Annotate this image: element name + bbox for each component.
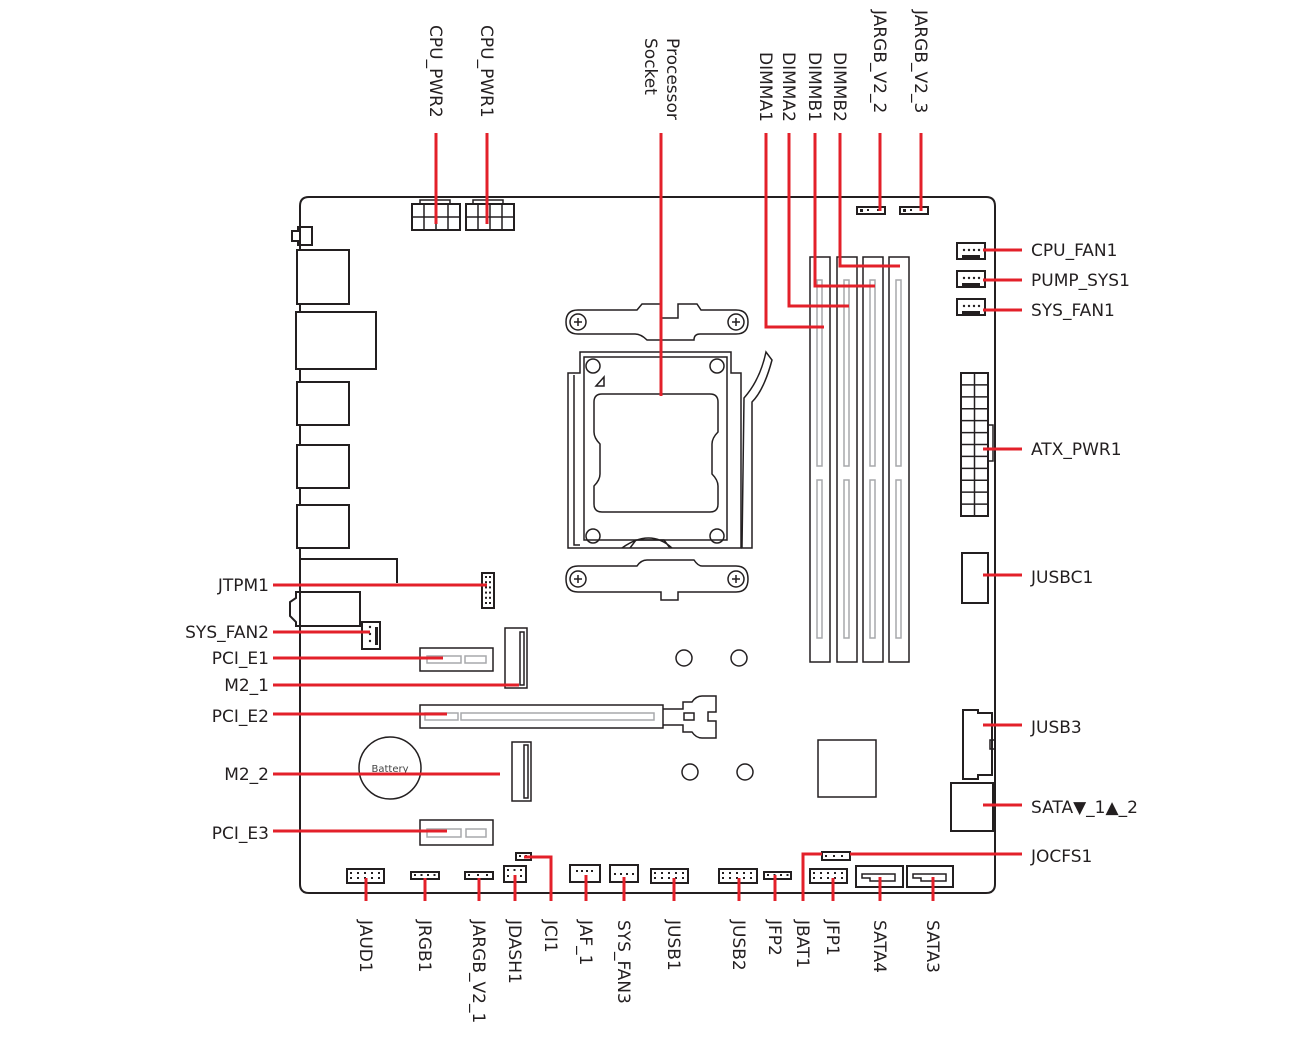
dimm-slot — [888, 256, 910, 663]
leader-line — [764, 133, 824, 329]
leader-lines — [273, 133, 1022, 901]
label-jrgb1: JRGB1 — [414, 919, 434, 972]
label-jci1: JCI1 — [540, 919, 560, 953]
label-sys-fan1: SYS_FAN1 — [1031, 301, 1115, 321]
dimm-slot — [862, 256, 884, 663]
label-dimmb2: DIMMB2 — [829, 52, 849, 122]
label-jfp1: JFP1 — [822, 919, 842, 956]
cpu-pwr1-connector — [465, 199, 515, 231]
label-processor-socket: Processor — [662, 38, 682, 120]
label-cpu-fan1: CPU_FAN1 — [1031, 241, 1117, 261]
m2-2-slot — [511, 741, 532, 802]
jusbc1-connector — [961, 552, 989, 604]
label-jusb2: JUSB2 — [728, 919, 748, 971]
label-pci-e3: PCI_E3 — [212, 824, 269, 844]
label-pci-e1: PCI_E1 — [212, 649, 269, 669]
label-jargb-v2-3: JARGB_V2_3 — [910, 9, 930, 113]
mounting-holes — [675, 649, 754, 781]
label-sys-fan3: SYS_FAN3 — [613, 920, 633, 1004]
rear-io-panel — [291, 226, 398, 583]
label-jusb3: JUSB3 — [1030, 718, 1082, 738]
label-sata-1-2: SATA▼_1▲_2 — [1031, 798, 1138, 818]
pci-e3-slot — [419, 819, 494, 846]
dimm-slot — [836, 256, 858, 663]
battery-label: Battery — [371, 764, 408, 775]
jocfs1-header — [821, 851, 851, 861]
chipset — [817, 739, 877, 798]
label-processor-socket: Socket — [640, 38, 660, 95]
label-jtpm1: JTPM1 — [217, 576, 269, 596]
leader-line — [787, 133, 849, 308]
jfp2-header — [763, 871, 792, 880]
label-cpu-pwr1: CPU_PWR1 — [476, 25, 496, 118]
label-pump-sys1: PUMP_SYS1 — [1031, 271, 1130, 291]
pci-e2-slot — [419, 695, 717, 739]
leader-line — [801, 852, 1022, 901]
leader-line — [838, 133, 900, 268]
cpu-fan1-header — [956, 242, 986, 260]
label-m2-2: M2_2 — [224, 765, 269, 785]
sata3-connector — [906, 865, 954, 888]
pump-sys1-header — [956, 270, 986, 288]
label-cpu-pwr2: CPU_PWR2 — [425, 25, 445, 118]
label-atx-pwr1: ATX_PWR1 — [1031, 440, 1122, 460]
processor-socket — [565, 303, 773, 601]
label-jusbc1: JUSBC1 — [1030, 568, 1093, 588]
label-jfp2: JFP2 — [764, 919, 784, 956]
dimm-slots — [809, 256, 910, 663]
label-jusb1: JUSB1 — [663, 919, 683, 971]
label-dimma1: DIMMA1 — [755, 52, 775, 122]
label-jaud1: JAUD1 — [355, 919, 375, 973]
sys-fan2-header — [361, 621, 381, 650]
sys-fan1-header — [956, 298, 986, 316]
jusb3-connector — [962, 709, 996, 780]
label-dimma2: DIMMA2 — [778, 52, 798, 122]
leader-line — [813, 133, 875, 288]
rear-audio-block — [289, 591, 361, 627]
label-sata3: SATA3 — [922, 920, 942, 973]
jfp1-header — [809, 868, 848, 884]
right-labels: CPU_FAN1PUMP_SYS1SYS_FAN1ATX_PWR1JUSBC1J… — [1030, 241, 1138, 867]
jargb-v2-3-connector — [899, 206, 929, 215]
label-sata4: SATA4 — [869, 920, 889, 973]
label-jdash1: JDASH1 — [504, 919, 524, 984]
bottom-labels: JAUD1 JRGB1 JARGB_V2_1 JDASH1 JCI1 JAF_1 SYS_F… — [355, 919, 942, 1023]
atx-pwr1-connector — [960, 372, 994, 517]
leader-line — [524, 855, 553, 901]
sata-1-2-connector — [950, 782, 994, 832]
label-sys-fan2: SYS_FAN2 — [185, 623, 269, 643]
label-jocfs1: JOCFS1 — [1030, 847, 1092, 867]
label-dimmb1: DIMMB1 — [804, 52, 824, 122]
battery: Battery — [358, 736, 422, 800]
label-jargb-v2-2: JARGB_V2_2 — [869, 9, 889, 113]
m2-1-slot — [504, 627, 528, 689]
label-pci-e2: PCI_E2 — [212, 707, 269, 727]
label-jbat1: JBAT1 — [792, 919, 812, 968]
label-m2-1: M2_1 — [224, 676, 269, 696]
jargb-v2-2-connector — [856, 206, 886, 215]
jtpm1-header — [481, 572, 495, 609]
jusb1-header — [650, 868, 689, 884]
label-jargb-v2-1: JARGB_V2_1 — [468, 919, 488, 1023]
bottom-headers — [346, 851, 954, 888]
dimm-slot — [809, 256, 831, 663]
board-outline — [299, 196, 996, 894]
label-jaf-1: JAF_1 — [575, 919, 595, 965]
